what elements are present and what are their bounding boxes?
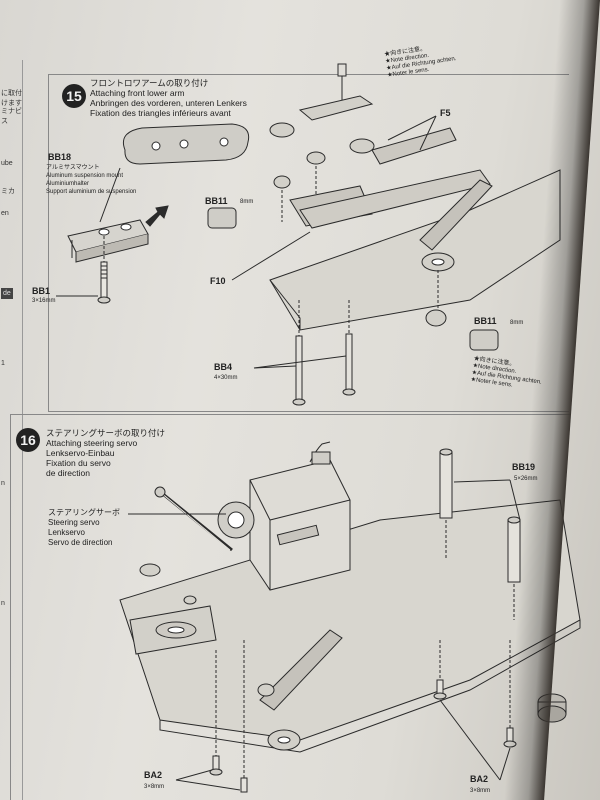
title-ja: フロントロワアームの取り付け: [90, 78, 209, 88]
title-en: Attaching front lower arm: [90, 88, 185, 98]
title-de: Lenkservo-Einbau: [46, 448, 115, 458]
step-15-number: 15: [62, 84, 86, 108]
bb11-bottom-code: BB11: [474, 316, 497, 326]
front-arm-assembly: [269, 63, 561, 406]
step-16-number: 16: [16, 428, 40, 452]
bb18-description: アルミサスマウント Aluminum suspension mount Alum…: [46, 165, 137, 195]
step-15-title: フロントロワアームの取り付け Attaching front lower arm…: [90, 78, 247, 118]
margin-text: 1: [1, 360, 5, 367]
ba2-left-size: 3×8mm: [144, 784, 165, 790]
steering-servo-drawing: [217, 441, 351, 591]
bb4-code: BB4: [214, 362, 233, 372]
margin-text: に取付けます: [1, 90, 22, 107]
bb11-top-code: BB11: [205, 196, 228, 206]
step-15-panel: [48, 74, 569, 412]
bb18-code: BB18: [48, 152, 72, 162]
margin-text: n: [1, 600, 5, 607]
bb19-code: BB19: [512, 462, 536, 472]
title-fr: Fixation des triangles inférieurs avant: [90, 108, 231, 118]
f10-label: F10: [210, 276, 226, 286]
step-16-title: ステアリングサーボの取り付け Attaching steering servo …: [46, 428, 165, 478]
step-16-panel: [10, 414, 571, 800]
title-fr-2: de direction: [46, 468, 90, 478]
margin-text: ube: [1, 160, 13, 167]
title-de: Anbringen des vorderen, unteren Lenkers: [90, 98, 247, 108]
title-ja: ステアリングサーボの取り付け: [46, 428, 166, 438]
ba2-left-code: BA2: [144, 770, 163, 780]
f5-label: F5: [440, 108, 451, 118]
steering-servo-label: ステアリングサーボ Steering servo Lenkservo Servo…: [48, 508, 120, 547]
ba2-right-size: 3×8mm: [470, 788, 491, 794]
title-fr: Fixation du servo: [46, 458, 111, 468]
suspension-mount-drawing: [67, 219, 149, 304]
bb11-bottom-size: 8mm: [510, 320, 524, 326]
margin-text: de: [1, 288, 13, 299]
margin-text: ミカ: [1, 188, 15, 195]
title-en: Attaching steering servo: [46, 438, 138, 448]
margin-text: en: [1, 210, 9, 217]
margin-text: n: [1, 480, 5, 487]
margin-text: ミナビス: [1, 108, 22, 125]
ba2-right-code: BA2: [470, 774, 489, 784]
bb18-plate-drawing: [122, 123, 250, 165]
bb1-size: 3×16mm: [32, 298, 56, 304]
bb11-top-size: 8mm: [240, 199, 254, 205]
bb4-size: 4×30mm: [214, 375, 238, 381]
bb1-code: BB1: [32, 286, 51, 296]
